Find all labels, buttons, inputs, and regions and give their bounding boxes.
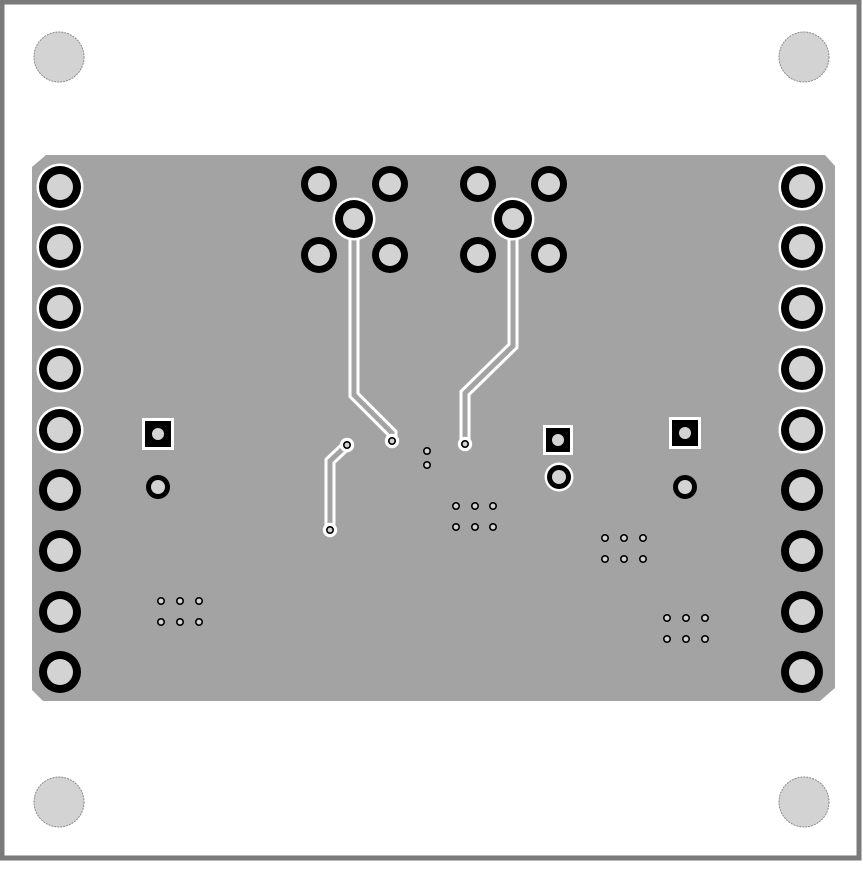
- via-icon: [451, 501, 460, 510]
- pcb-canvas: [0, 0, 862, 861]
- round-pads: [146, 462, 697, 499]
- connector-pin-icon-drill: [379, 244, 401, 266]
- connector-pin-icon-drill: [308, 173, 330, 195]
- via-icon: [619, 554, 628, 563]
- header-pin-icon-drill: [47, 538, 73, 564]
- header-pin-icon-drill: [47, 417, 73, 443]
- header-pin-icon-drill: [789, 417, 815, 443]
- via-icon: [157, 617, 166, 626]
- connector-center-pin-icon-drill: [502, 208, 524, 230]
- header-pin-icon-drill: [47, 599, 73, 625]
- mounting-holes: [33, 31, 830, 828]
- via-icon: [638, 554, 647, 563]
- via-icon: [176, 617, 185, 626]
- header-pin-icon-drill: [789, 356, 815, 382]
- vias: [157, 433, 709, 643]
- mounting-hole-icon: [33, 31, 85, 83]
- via-icon: [470, 501, 479, 510]
- mounting-hole-icon: [778, 31, 830, 83]
- header-pin-icon-drill: [789, 477, 815, 503]
- via-icon: [176, 596, 185, 605]
- connector-center-pin-icon-drill: [343, 208, 365, 230]
- via-icon: [681, 613, 690, 622]
- via-icon: [470, 522, 479, 531]
- square-pad-drill: [152, 428, 164, 440]
- header-pin-icon-drill: [789, 599, 815, 625]
- via-icon: [195, 596, 204, 605]
- square-pad-drill: [552, 434, 564, 446]
- via-icon: [638, 533, 647, 542]
- trace: [462, 219, 516, 444]
- copper-pour-area: [32, 155, 835, 701]
- header-pin-icon-drill: [789, 234, 815, 260]
- connector-pin-icon-drill: [379, 173, 401, 195]
- via-icon: [619, 533, 628, 542]
- round-pad-icon-drill: [678, 480, 692, 494]
- copper-pour: [32, 155, 835, 701]
- header-pin-icon-drill: [789, 295, 815, 321]
- square-pads: [142, 417, 701, 455]
- via-icon: [662, 634, 671, 643]
- header-pin-icon-drill: [47, 659, 73, 685]
- via-icon: [488, 522, 497, 531]
- connectors: [301, 166, 567, 273]
- connector-pin-icon-drill: [467, 173, 489, 195]
- header-pin-icon-drill: [789, 538, 815, 564]
- trace: [327, 443, 349, 530]
- connector-pin-icon-drill: [538, 244, 560, 266]
- mounting-hole-icon: [33, 776, 85, 828]
- via-icon: [451, 522, 460, 531]
- via-icon: [600, 533, 609, 542]
- header-pin-icon-drill: [47, 356, 73, 382]
- header-pin-icon-drill: [789, 174, 815, 200]
- header-pin-icon-drill: [47, 295, 73, 321]
- via-icon: [342, 440, 351, 449]
- via-icon: [460, 439, 469, 448]
- via-icon: [422, 460, 431, 469]
- via-icon: [157, 596, 166, 605]
- via-icon: [387, 436, 396, 445]
- square-pad-drill: [679, 427, 691, 439]
- via-icon: [681, 634, 690, 643]
- via-icon: [600, 554, 609, 563]
- via-icon: [700, 613, 709, 622]
- connector-pin-icon-drill: [308, 244, 330, 266]
- via-icon: [195, 617, 204, 626]
- connector-pin-icon-drill: [538, 173, 560, 195]
- via-icon: [325, 525, 334, 534]
- via-icon: [662, 613, 671, 622]
- mounting-hole-icon: [778, 776, 830, 828]
- header-pin-icon-drill: [47, 234, 73, 260]
- connector-pin-icon-drill: [467, 244, 489, 266]
- header-left: [36, 163, 84, 693]
- header-pin-icon-drill: [47, 174, 73, 200]
- via-icon: [488, 501, 497, 510]
- header-pin-icon-drill: [789, 659, 815, 685]
- round-pad-icon-drill: [552, 470, 566, 484]
- header-right: [778, 163, 826, 693]
- via-icon: [422, 446, 431, 455]
- via-icon: [700, 634, 709, 643]
- round-pad-icon-drill: [151, 480, 165, 494]
- pcb-board-view: PCB copper layer view: [0, 0, 862, 861]
- header-pin-icon-drill: [47, 477, 73, 503]
